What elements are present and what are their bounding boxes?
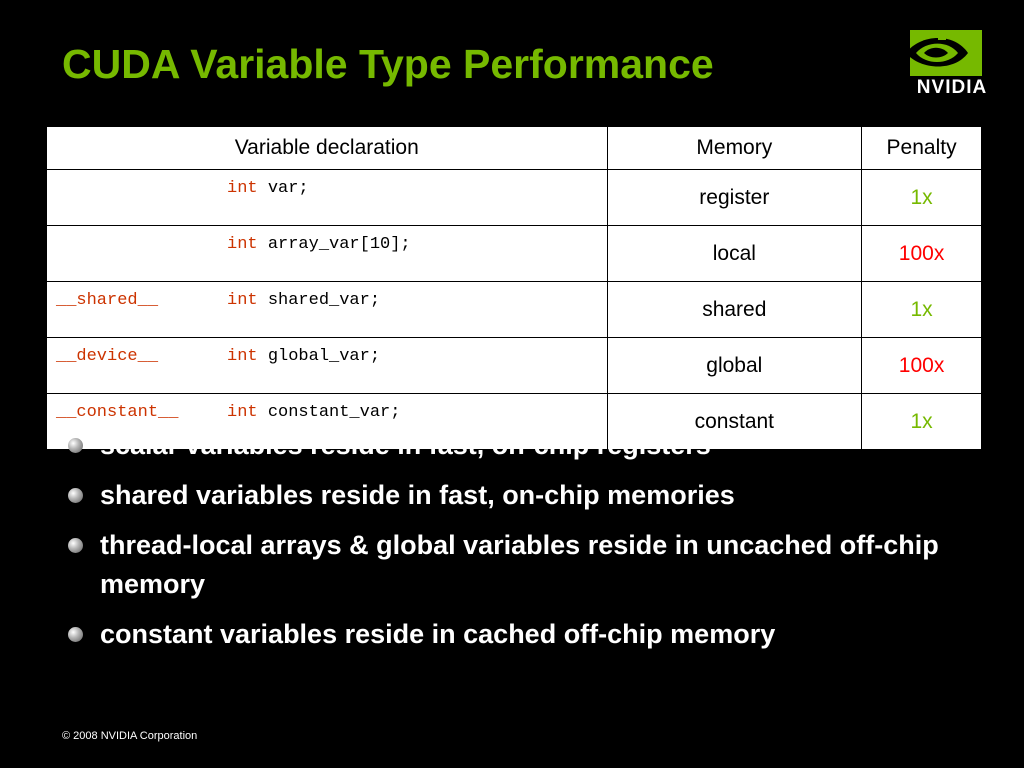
variable-code: global_var; <box>267 347 381 366</box>
penalty-cell: 1x <box>861 393 982 450</box>
bullet-text: constant variables reside in cached off-… <box>100 619 776 649</box>
memory-cell: register <box>606 169 863 226</box>
memory-cell: shared <box>606 281 863 338</box>
table-header-row: Variable declaration Memory Penalty <box>46 126 982 170</box>
table-row: __constant__ int constant_var; constant 1… <box>46 393 982 450</box>
header-declaration: Variable declaration <box>46 126 608 170</box>
bullet-item: constant variables reside in cached off-… <box>68 615 980 654</box>
declaration-cell: __shared__ int shared_var; <box>46 281 608 338</box>
table-row: int array_var[10]; local 100x <box>46 225 982 282</box>
declaration-cell: __constant__ int constant_var; <box>46 393 608 450</box>
header-penalty: Penalty <box>861 126 982 170</box>
table-row: int var; register 1x <box>46 169 982 226</box>
header-memory: Memory <box>606 126 863 170</box>
nvidia-wordmark: NVIDIA <box>916 77 988 98</box>
bullet-item: scalar variables reside in fast, on-chip… <box>68 426 980 465</box>
bullet-text: scalar variables reside in fast, on-chip… <box>100 430 711 460</box>
declaration-cell: int var; <box>46 169 608 226</box>
variable-code: constant_var; <box>267 403 401 422</box>
penalty-cell: 100x <box>861 337 982 394</box>
variable-code: array_var[10]; <box>267 235 411 254</box>
type-keyword: int <box>227 403 258 422</box>
slide-title: CUDA Variable Type Performance <box>62 41 714 87</box>
nvidia-logo: NVIDIA <box>902 28 1002 100</box>
penalty-cell: 100x <box>861 225 982 282</box>
type-keyword: int <box>227 291 258 310</box>
type-keyword: int <box>227 179 258 198</box>
bullet-list: scalar variables reside in fast, on-chip… <box>68 426 980 665</box>
qualifier: __shared__ <box>56 291 159 310</box>
variable-code: shared_var; <box>267 291 381 310</box>
variable-code: var; <box>267 179 309 198</box>
penalty-cell: 1x <box>861 281 982 338</box>
bullet-icon <box>68 438 83 453</box>
bullet-text: thread-local arrays & global variables r… <box>100 530 939 599</box>
type-keyword: int <box>227 347 258 366</box>
type-keyword: int <box>227 235 258 254</box>
copyright-footer: © 2008 NVIDIA Corporation <box>62 730 198 742</box>
memory-cell: local <box>606 225 863 282</box>
penalty-cell: 1x <box>861 169 982 226</box>
variable-type-table: Variable declaration Memory Penalty int … <box>46 126 982 450</box>
qualifier: __constant__ <box>56 403 179 422</box>
nvidia-eye-icon <box>906 30 982 76</box>
table-row: __shared__ int shared_var; shared 1x <box>46 281 982 338</box>
bullet-text: shared variables reside in fast, on-chip… <box>100 480 735 510</box>
memory-cell: global <box>606 337 863 394</box>
declaration-cell: int array_var[10]; <box>46 225 608 282</box>
bullet-icon <box>68 488 83 503</box>
table-row: __device__ int global_var; global 100x <box>46 337 982 394</box>
bullet-icon <box>68 627 83 642</box>
bullet-item: thread-local arrays & global variables r… <box>68 526 980 604</box>
qualifier: __device__ <box>56 347 159 366</box>
memory-cell: constant <box>606 393 863 450</box>
bullet-item: shared variables reside in fast, on-chip… <box>68 476 980 515</box>
bullet-icon <box>68 538 83 553</box>
declaration-cell: __device__ int global_var; <box>46 337 608 394</box>
